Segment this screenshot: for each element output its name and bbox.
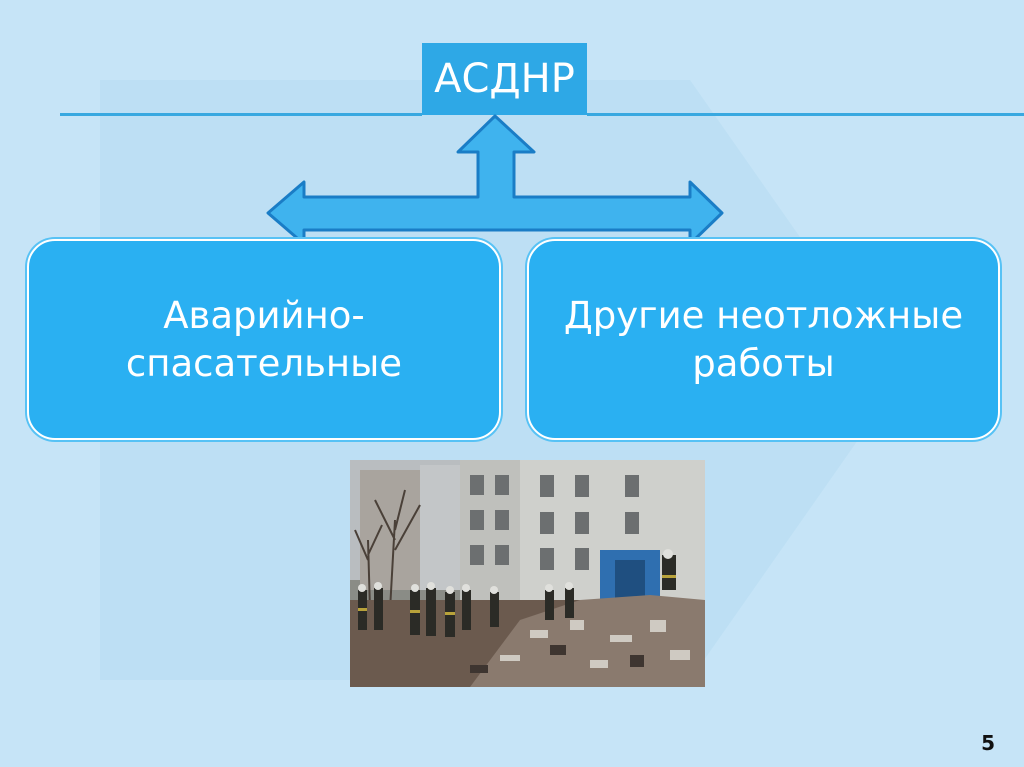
diagram-title: АСДНР: [422, 43, 587, 115]
three-way-arrow-icon: [266, 114, 724, 246]
emergency-rescue-box: Аварийно- спасательные: [27, 239, 501, 440]
emergency-rescue-line2: спасательные: [125, 341, 403, 385]
other-urgent-work-box: Другие неотложные работы: [527, 239, 1000, 440]
diagram-title-text: АСДНР: [434, 56, 575, 102]
other-urgent-work-line2: работы: [692, 341, 835, 385]
other-urgent-work-line1: Другие неотложные: [563, 294, 964, 338]
emergency-rescue-line1: Аварийно-: [163, 294, 365, 338]
title-rule-right: [587, 113, 1024, 116]
page-number: 5: [981, 731, 995, 755]
title-rule-left: [60, 113, 422, 116]
rescue-workers-rubble-photo: [350, 460, 705, 687]
